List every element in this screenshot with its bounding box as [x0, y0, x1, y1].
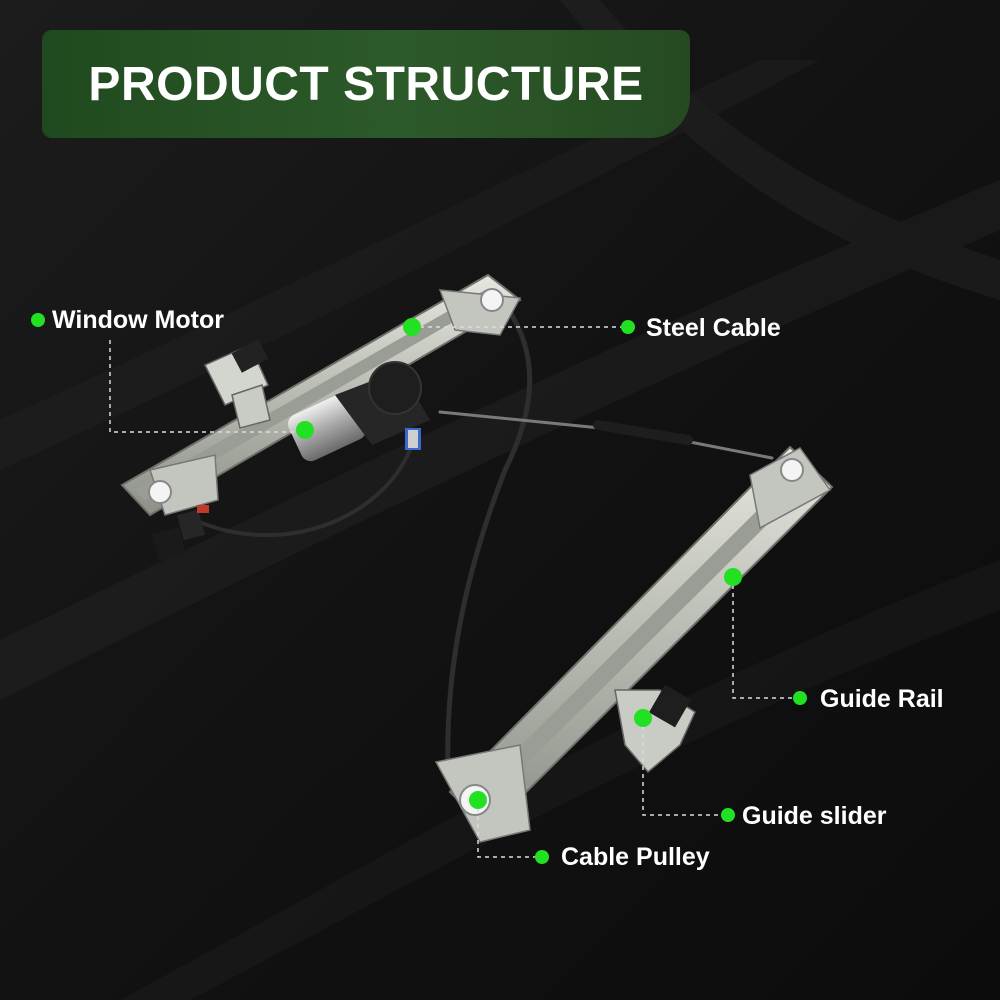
top-rail [120, 273, 522, 517]
dot-steel-cable-label [621, 320, 635, 334]
steel-cable [188, 302, 774, 773]
dot-guide-slider-part [634, 709, 652, 727]
label-guide-slider: Guide slider [742, 802, 887, 830]
dot-cable-pulley-label [535, 850, 549, 864]
dot-window-motor-label [31, 313, 45, 327]
dot-guide-slider-label [721, 808, 735, 822]
label-steel-cable: Steel Cable [646, 314, 781, 342]
dot-guide-rail-label [793, 691, 807, 705]
dot-window-motor-part [296, 421, 314, 439]
dot-steel-cable-part [403, 318, 421, 336]
window-motor [151, 361, 430, 562]
guide-rail [434, 445, 834, 843]
dot-guide-rail-part [724, 568, 742, 586]
label-window-motor: Window Motor [52, 306, 224, 334]
dot-cable-pulley-part [469, 791, 487, 809]
leader-lines [109, 326, 800, 858]
label-cable-pulley: Cable Pulley [561, 843, 710, 871]
title-banner: PRODUCT STRUCTURE [42, 30, 690, 138]
callout-dots [31, 313, 807, 864]
label-guide-rail: Guide Rail [820, 685, 944, 713]
page-title: PRODUCT STRUCTURE [88, 57, 644, 111]
